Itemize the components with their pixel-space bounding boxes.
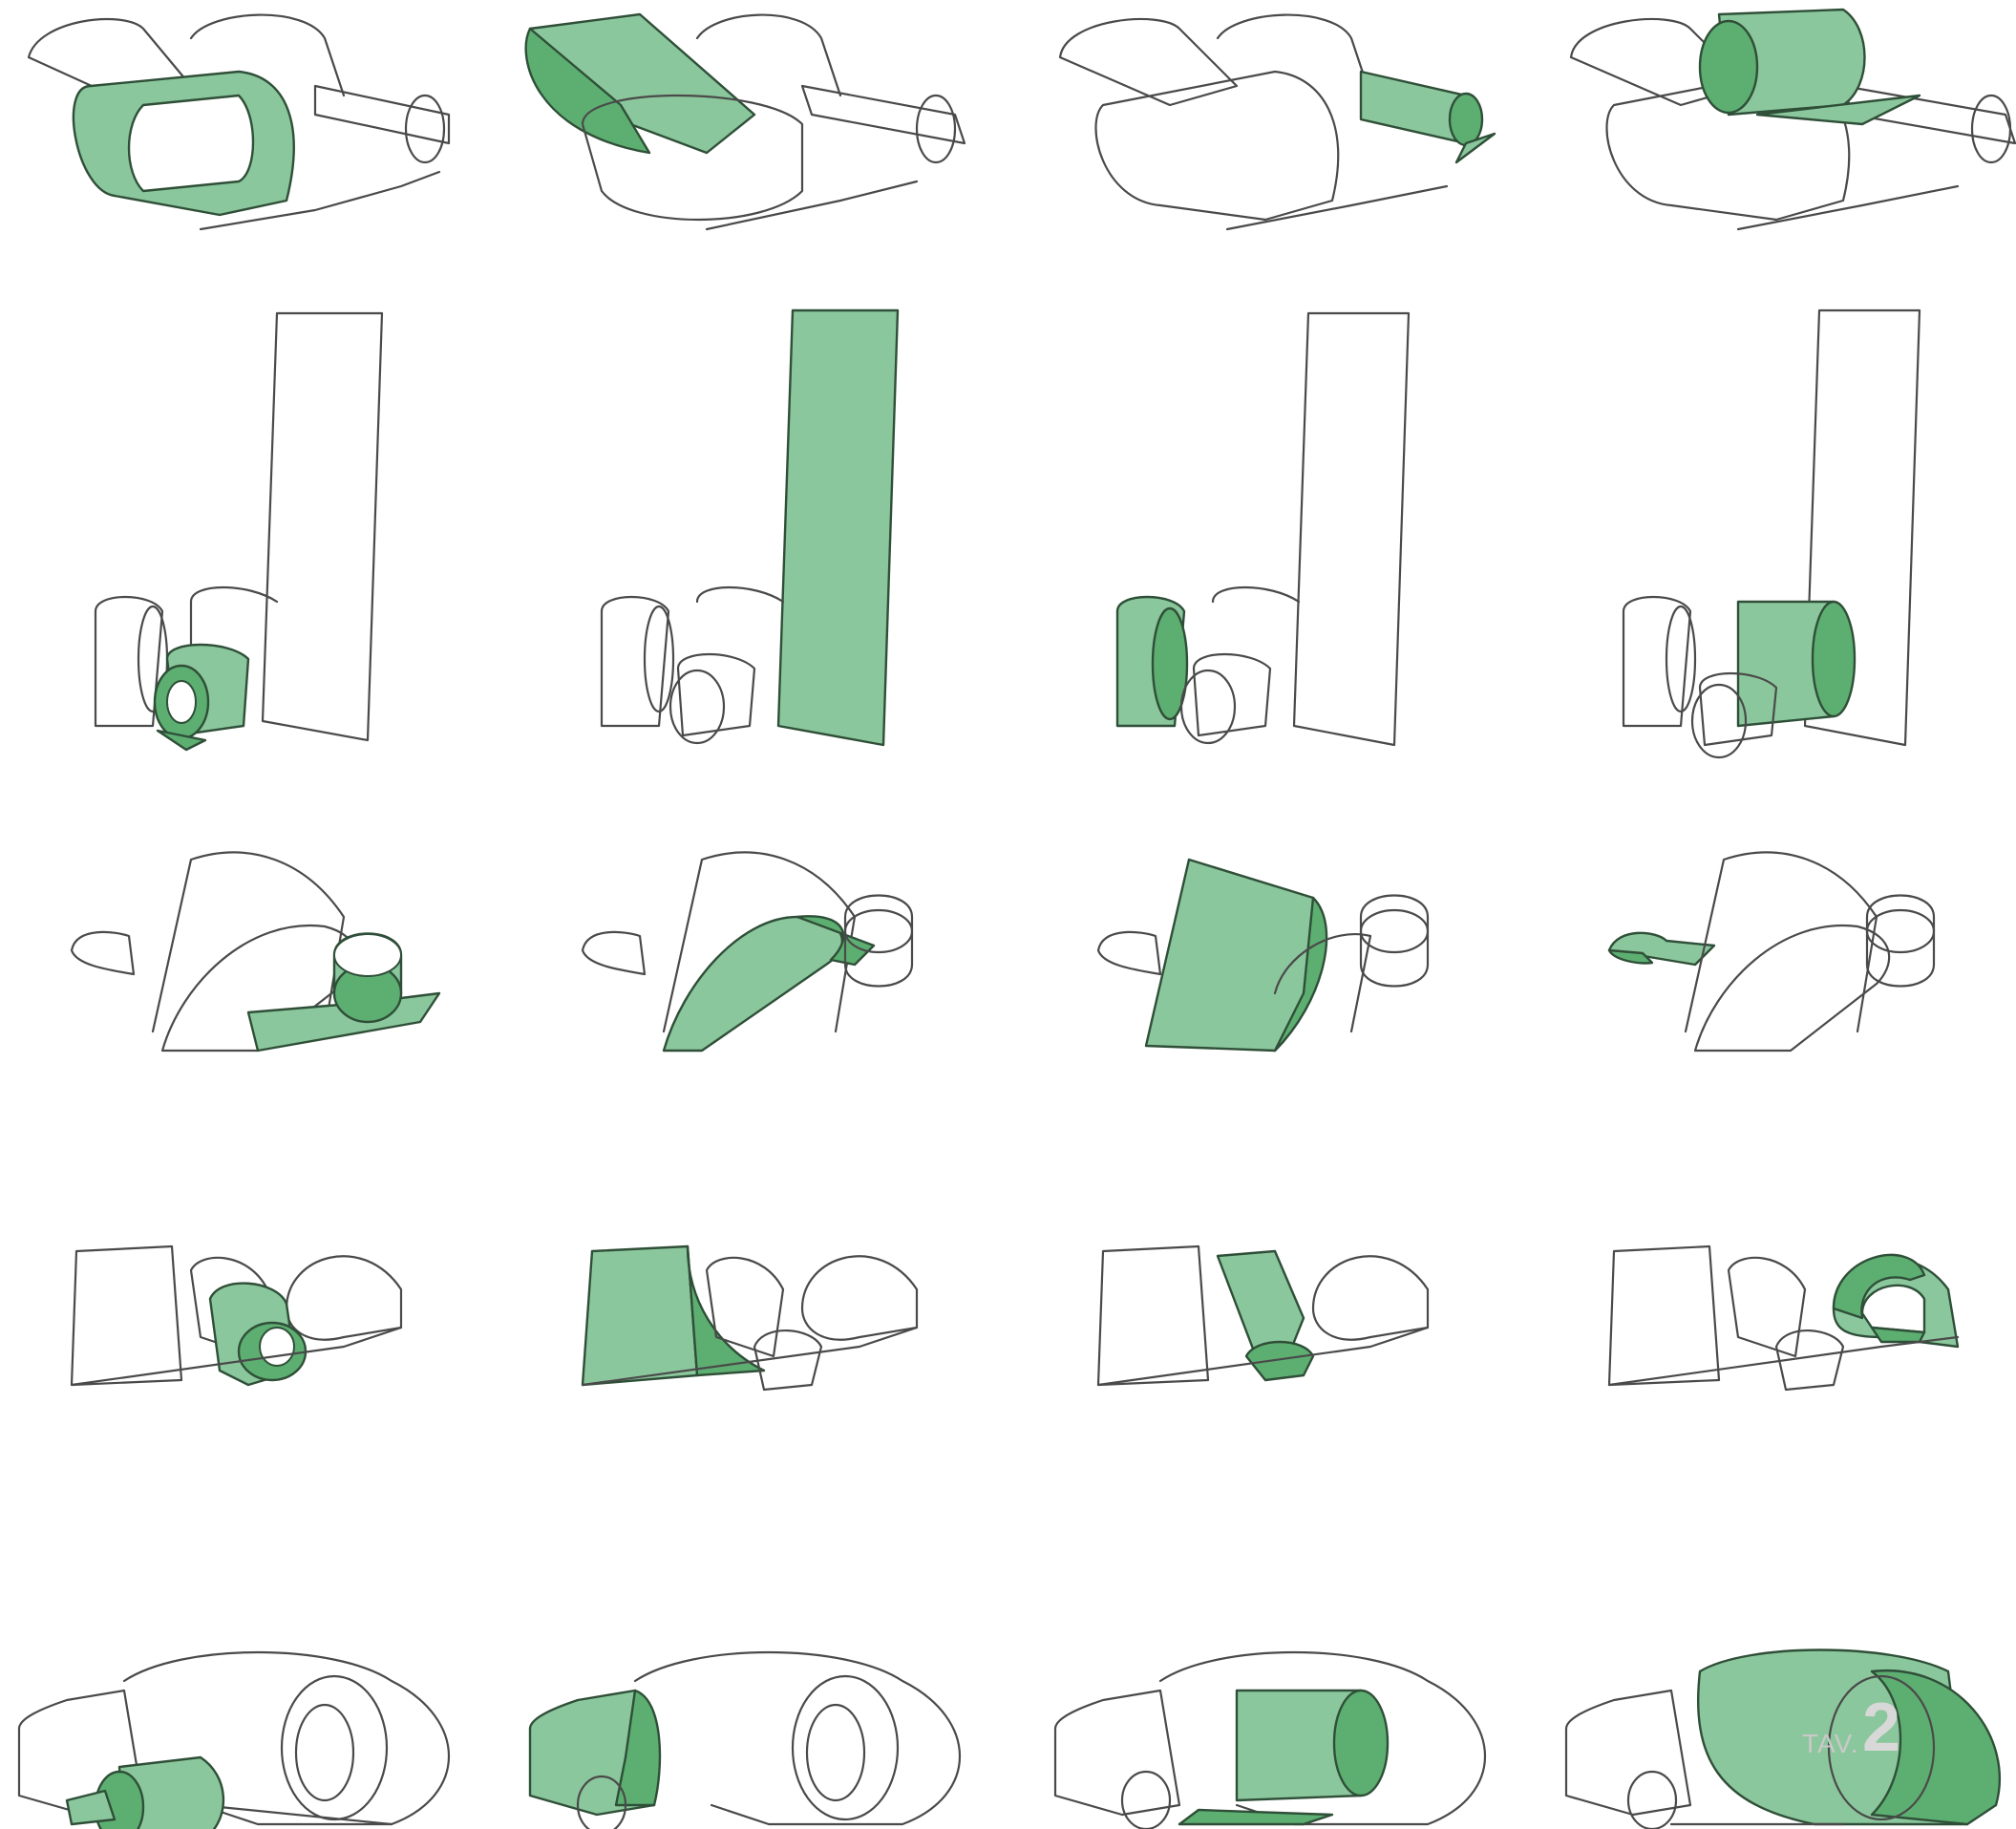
row-5-figure-1 — [19, 1652, 449, 1829]
plate-label: TAV. — [1802, 1729, 1859, 1759]
row-1-figure-3 — [1060, 15, 1495, 229]
row-1-figure-4 — [1571, 10, 2015, 229]
row-1-figure-2 — [526, 14, 965, 229]
plate-number: 2 — [1862, 1689, 1900, 1767]
row-4-figure-3 — [1098, 1246, 1428, 1385]
row-2-figure-3 — [1117, 313, 1409, 745]
row-5-figure-4 — [1566, 1650, 2000, 1829]
row-1-figure-1 — [29, 15, 449, 229]
row-3-figure-3 — [1098, 860, 1428, 1051]
row-3-figure-1 — [72, 853, 439, 1052]
row-2-figure-1 — [95, 313, 382, 750]
row-4-figure-4 — [1609, 1246, 1958, 1390]
row-3-figure-2 — [583, 853, 912, 1052]
row-5-figure-2 — [530, 1652, 960, 1829]
row-4-figure-2 — [583, 1246, 917, 1390]
row-2-figure-4 — [1623, 310, 1920, 757]
row-4-figure-1 — [72, 1246, 401, 1385]
row-2-figure-2 — [602, 310, 898, 745]
row-5-figure-3 — [1055, 1652, 1485, 1829]
row-3-figure-4 — [1609, 853, 1934, 1052]
